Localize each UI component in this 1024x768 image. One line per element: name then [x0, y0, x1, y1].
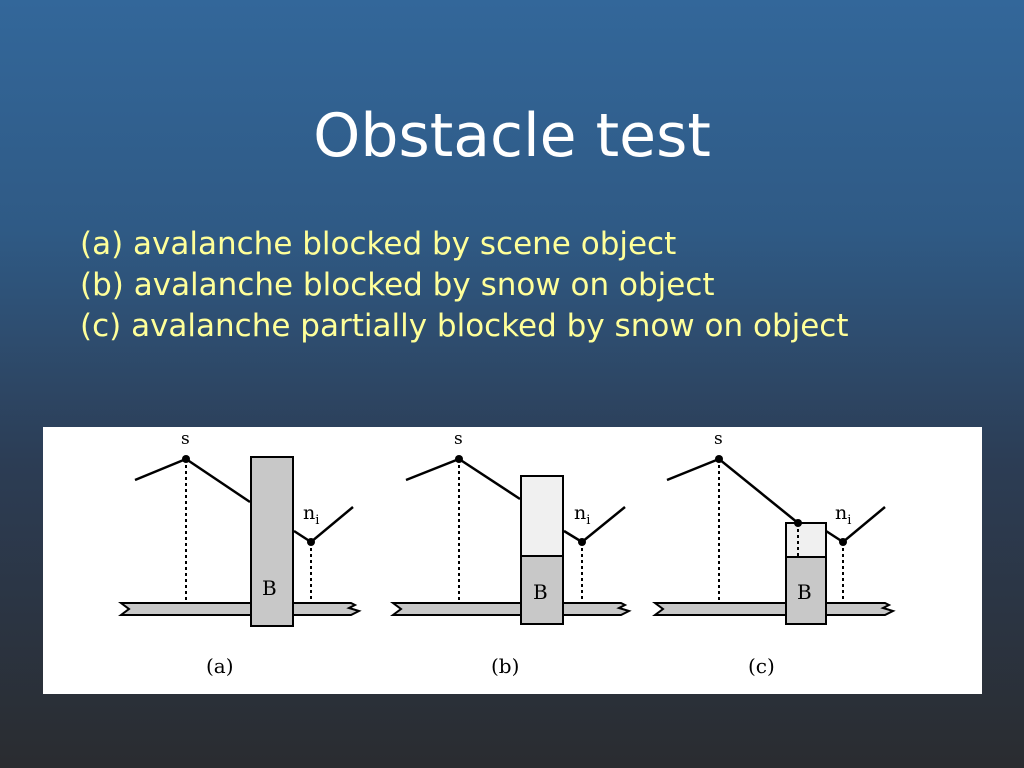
source-point-a	[182, 455, 190, 463]
neighbor-label-a: ni	[303, 502, 319, 528]
neighbor-label-b: ni	[574, 502, 590, 528]
bullet-item-c: (c) avalanche partially blocked by snow …	[80, 308, 849, 344]
source-label-a: s	[181, 429, 190, 449]
source-point-b	[455, 455, 463, 463]
obstacle-block-b	[520, 555, 564, 625]
terrain-line-left-a	[134, 457, 251, 504]
obstacle-figure: s ni B (a) s ni B (b)	[43, 427, 982, 694]
obstacle-block-c	[785, 556, 827, 625]
terrain-line-left-b	[405, 457, 521, 501]
neighbor-label-c: ni	[835, 502, 851, 528]
caption-b: (b)	[491, 654, 519, 678]
snow-point-c	[794, 519, 802, 527]
ground-slab-c	[652, 602, 896, 616]
caption-a: (a)	[206, 654, 234, 678]
panel-a: s ni B (a)	[118, 429, 362, 678]
source-label-b: s	[454, 429, 463, 449]
slide-title: Obstacle test	[313, 101, 711, 171]
panel-c: s ni B (c)	[652, 429, 896, 678]
neighbor-point-a	[307, 538, 315, 546]
bullet-item-a: (a) avalanche blocked by scene object	[80, 226, 677, 262]
neighbor-point-c	[839, 538, 847, 546]
bullet-list: (a) avalanche blocked by scene object (b…	[80, 224, 849, 347]
source-label-c: s	[714, 429, 723, 449]
obstacle-block-a	[250, 456, 294, 627]
snow-layer-b	[520, 475, 564, 557]
terrain-line-left-c	[666, 457, 799, 524]
ground-slab-a	[118, 602, 362, 616]
caption-c: (c)	[748, 654, 775, 678]
panel-b: s ni B (b)	[390, 429, 632, 678]
neighbor-point-b	[578, 538, 586, 546]
block-label-c: B	[797, 580, 812, 604]
obstacle-diagram: s ni B (a) s ni B (b)	[118, 429, 896, 678]
snow-layer-c	[785, 522, 827, 558]
block-label-b: B	[533, 580, 548, 604]
source-point-c	[715, 455, 723, 463]
ground-slab-b	[390, 602, 632, 616]
bullet-item-b: (b) avalanche blocked by snow on object	[80, 267, 715, 303]
block-label-a: B	[262, 576, 277, 600]
